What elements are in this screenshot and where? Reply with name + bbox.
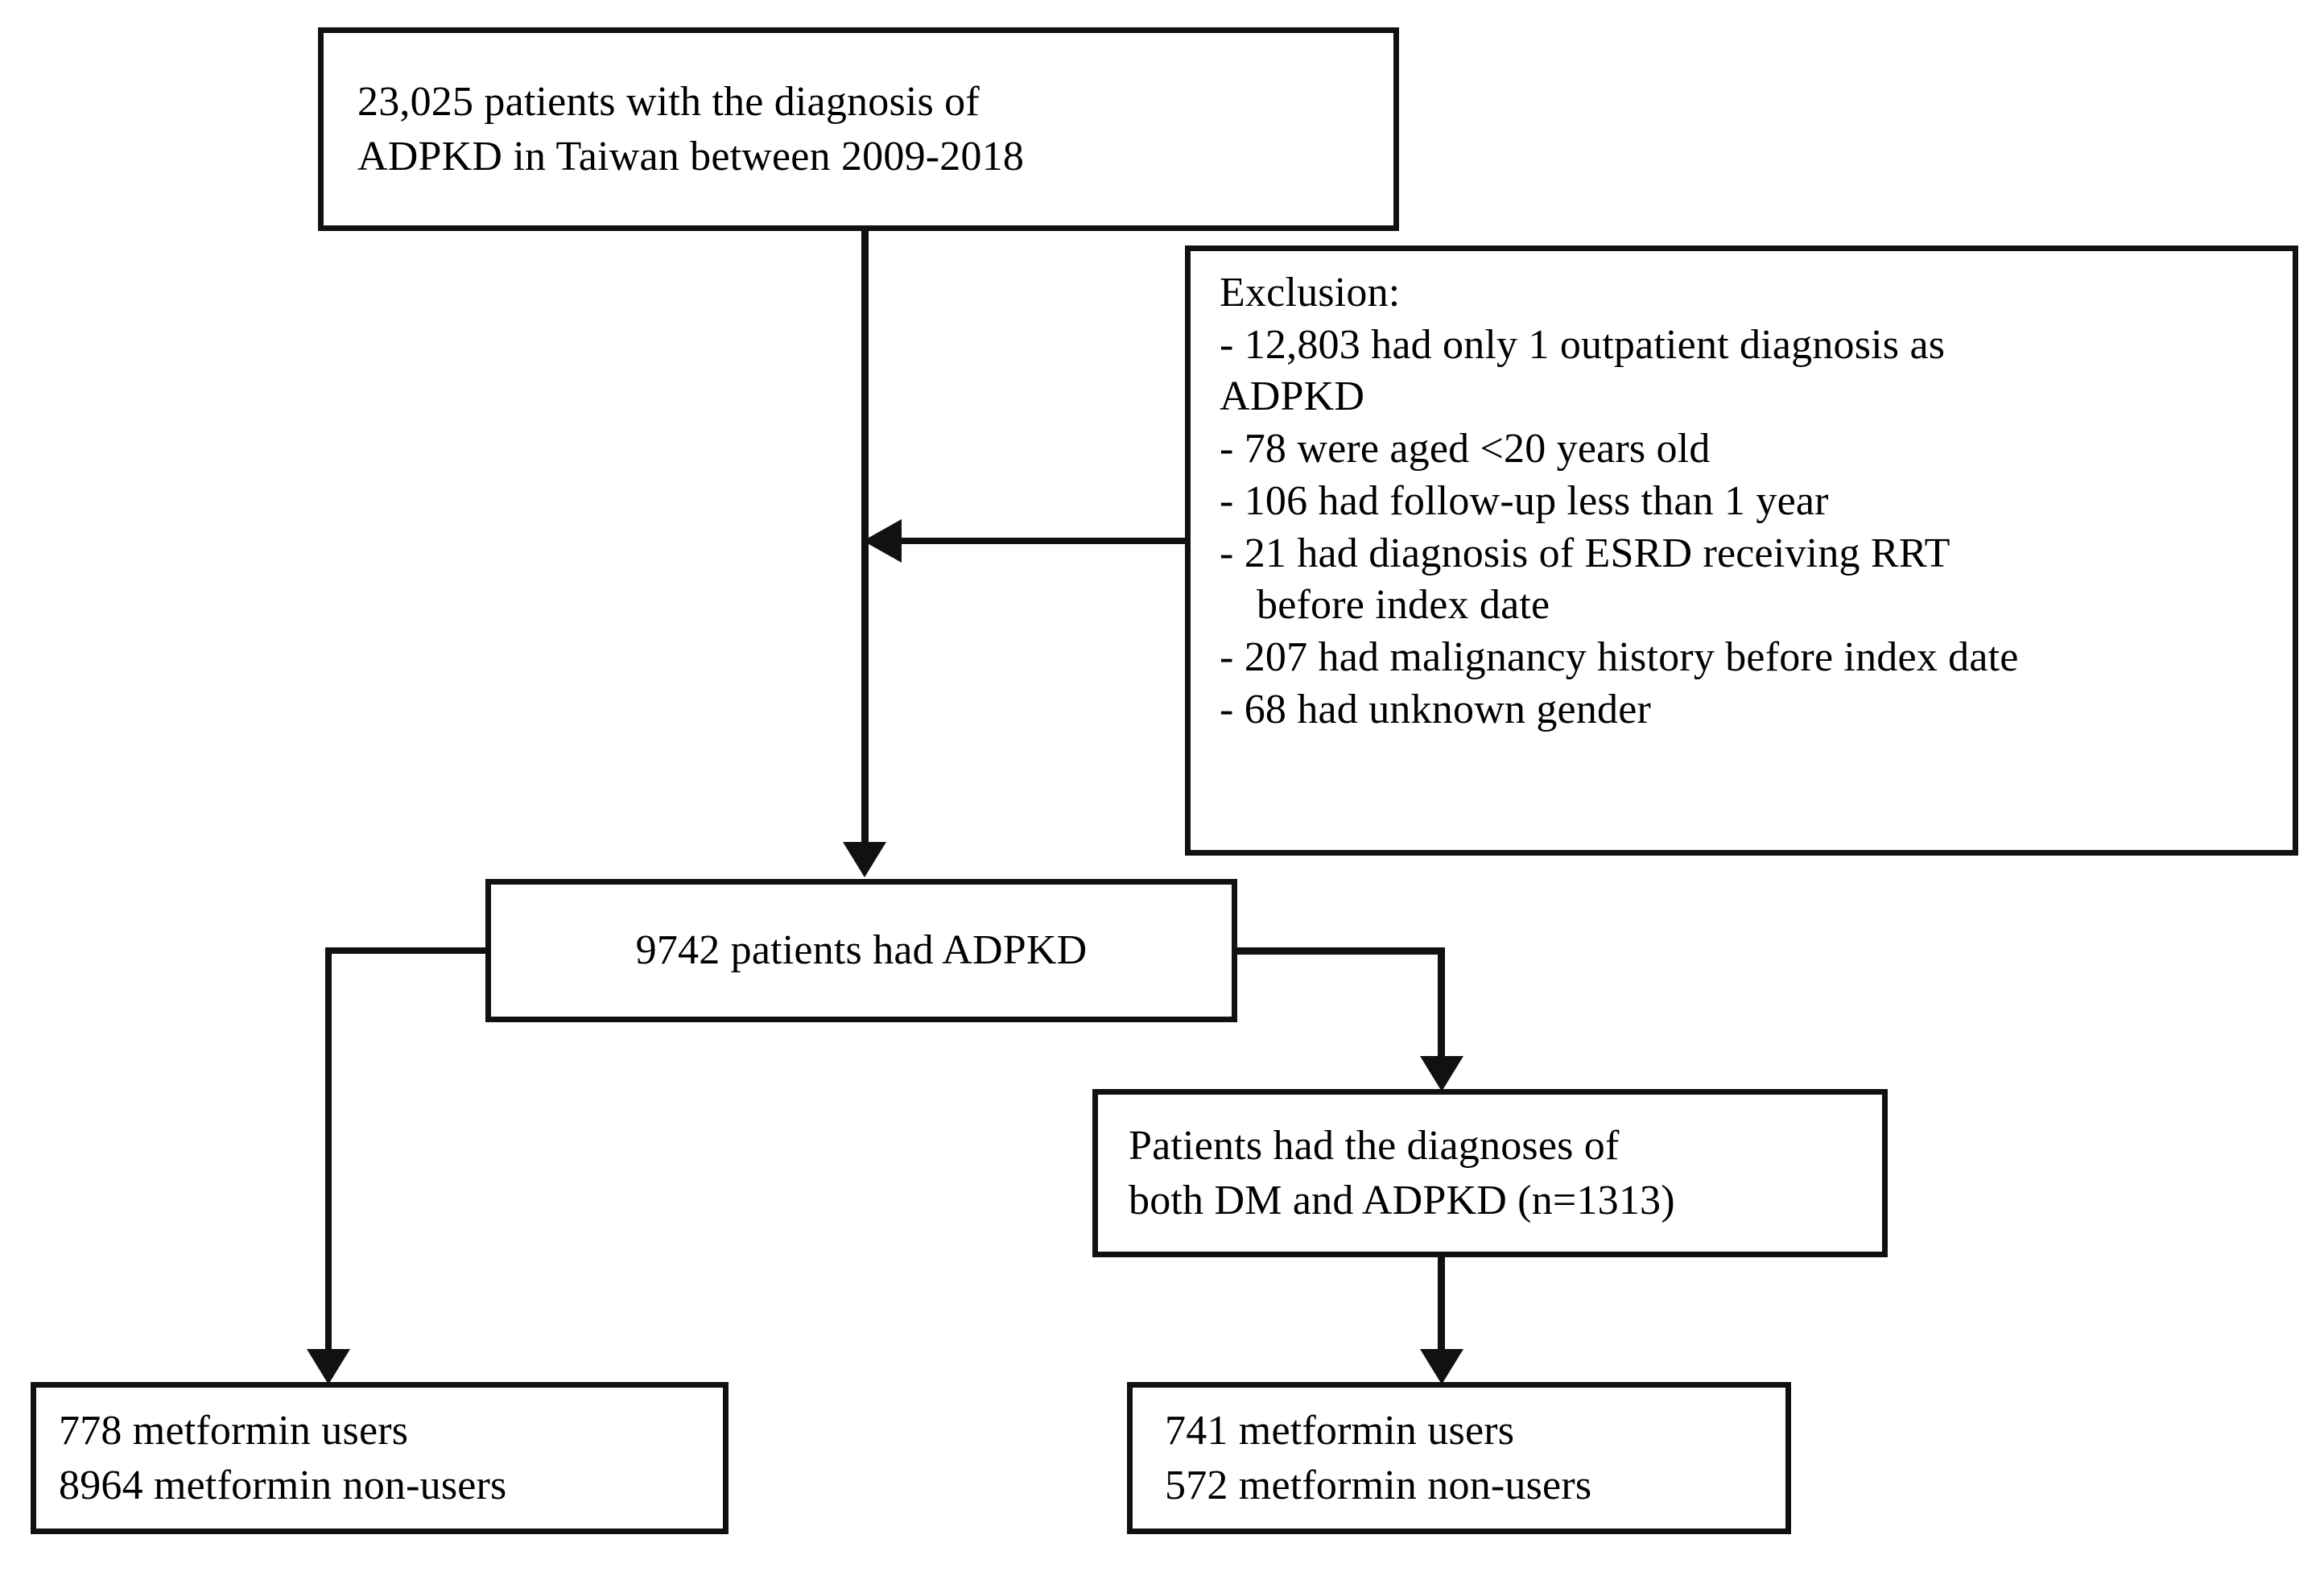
node-left-outcome-line-2: 8964 metformin non-users bbox=[59, 1462, 507, 1508]
node-adpkd-cohort-line-1: 9742 patients had ADPKD bbox=[635, 927, 1088, 974]
exclusion-item-6: - 68 had unknown gender bbox=[1220, 686, 1652, 732]
connector-adpkd-to-left-outcome-horizontal bbox=[325, 947, 490, 954]
exclusion-item-1: - 12,803 had only 1 outpatient diagnosis… bbox=[1220, 321, 1946, 368]
node-total-cohort: 23,025 patients with the diagnosis of AD… bbox=[318, 27, 1399, 231]
connector-adpkd-to-dm-arrowhead bbox=[1420, 1056, 1463, 1091]
exclusion-item-4: - 21 had diagnosis of ESRD receiving RRT bbox=[1220, 530, 1950, 576]
node-adpkd-cohort: 9742 patients had ADPKD bbox=[485, 879, 1237, 1022]
node-dm-adpkd-cohort-line-1: Patients had the diagnoses of bbox=[1129, 1122, 1620, 1169]
connector-adpkd-to-left-outcome-arrowhead bbox=[307, 1349, 350, 1384]
node-exclusion-criteria: Exclusion: - 12,803 had only 1 outpatien… bbox=[1185, 245, 2298, 856]
connector-adpkd-to-left-outcome-vertical bbox=[325, 947, 332, 1355]
exclusion-item-2: - 78 were aged <20 years old bbox=[1220, 426, 1711, 472]
connector-exclusion-to-stem-line bbox=[900, 538, 1187, 544]
exclusion-item-1-continuation: ADPKD bbox=[1220, 373, 1365, 420]
exclusion-heading: Exclusion: bbox=[1220, 270, 1401, 316]
node-right-outcome: 741 metformin users 572 metformin non-us… bbox=[1127, 1382, 1791, 1534]
connector-total-to-adpkd-arrowhead bbox=[843, 842, 886, 877]
connector-adpkd-to-dm-horizontal bbox=[1232, 947, 1445, 955]
connector-exclusion-to-stem-arrowhead bbox=[863, 519, 902, 563]
connector-adpkd-to-dm-vertical bbox=[1438, 947, 1445, 1060]
node-total-cohort-line-1: 23,025 patients with the diagnosis of bbox=[357, 78, 980, 125]
exclusion-item-5: - 207 had malignancy history before inde… bbox=[1220, 634, 2019, 681]
exclusion-item-4-continuation: before index date bbox=[1257, 582, 1550, 629]
exclusion-item-3: - 106 had follow-up less than 1 year bbox=[1220, 477, 1829, 524]
connector-dm-to-right-outcome-arrowhead bbox=[1420, 1349, 1463, 1384]
node-left-outcome: 778 metformin users 8964 metformin non-u… bbox=[31, 1382, 729, 1534]
node-right-outcome-line-1: 741 metformin users bbox=[1165, 1407, 1515, 1454]
connector-dm-to-right-outcome-vertical bbox=[1438, 1257, 1445, 1355]
node-left-outcome-line-1: 778 metformin users bbox=[59, 1407, 409, 1454]
node-dm-adpkd-cohort: Patients had the diagnoses of both DM an… bbox=[1092, 1089, 1888, 1257]
node-right-outcome-line-2: 572 metformin non-users bbox=[1165, 1462, 1592, 1508]
node-dm-adpkd-cohort-line-2: both DM and ADPKD (n=1313) bbox=[1129, 1177, 1675, 1223]
node-total-cohort-line-2: ADPKD in Taiwan between 2009-2018 bbox=[357, 133, 1025, 179]
